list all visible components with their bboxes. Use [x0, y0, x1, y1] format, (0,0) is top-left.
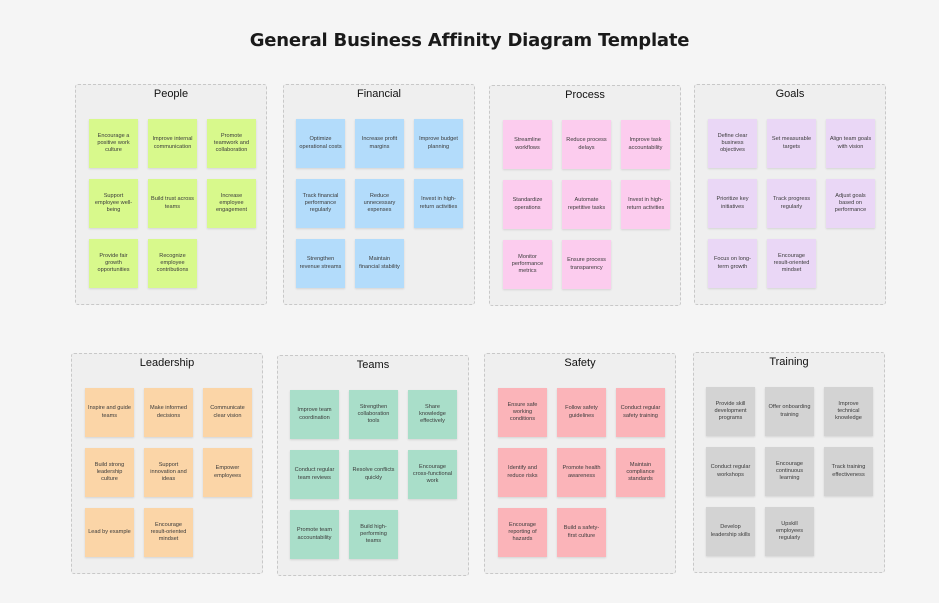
- sticky-note[interactable]: Maintain compliance standards: [616, 448, 665, 497]
- sticky-note[interactable]: Identify and reduce risks: [498, 448, 547, 497]
- sticky-note[interactable]: Conduct regular workshops: [706, 447, 755, 496]
- sticky-note[interactable]: Provide fair growth opportunities: [89, 239, 138, 288]
- sticky-note[interactable]: Upskill employees regularly: [765, 507, 814, 556]
- group-title: Leadership: [139, 357, 195, 369]
- sticky-note[interactable]: Monitor performance metrics: [503, 240, 552, 289]
- sticky-note[interactable]: Maintain financial stability: [355, 239, 404, 288]
- sticky-note[interactable]: Empower employees: [203, 448, 252, 497]
- sticky-note[interactable]: Set measurable targets: [767, 119, 816, 168]
- sticky-note[interactable]: Support innovation and ideas: [144, 448, 193, 497]
- sticky-note[interactable]: Offer onboarding training: [765, 387, 814, 436]
- sticky-note[interactable]: Track financial performance regularly: [296, 179, 345, 228]
- sticky-note[interactable]: Improve task accountability: [621, 120, 670, 169]
- sticky-note[interactable]: Align team goals with vision: [826, 119, 875, 168]
- sticky-note[interactable]: Automate repetitive tasks: [562, 180, 611, 229]
- sticky-note[interactable]: Adjust goals based on performance: [826, 179, 875, 228]
- sticky-note[interactable]: Ensure process transparency: [562, 240, 611, 289]
- sticky-note[interactable]: Follow safety guidelines: [557, 388, 606, 437]
- group-process[interactable]: Process Streamline workflows Reduce proc…: [489, 85, 681, 306]
- sticky-note[interactable]: Improve internal communication: [148, 119, 197, 168]
- sticky-note[interactable]: Ensure safe working conditions: [498, 388, 547, 437]
- sticky-note[interactable]: Strengthen collaboration tools: [349, 390, 398, 439]
- sticky-note[interactable]: Provide skill development programs: [706, 387, 755, 436]
- sticky-note[interactable]: Conduct regular safety training: [616, 388, 665, 437]
- group-people[interactable]: People Encourage a positive work culture…: [75, 84, 267, 305]
- sticky-note[interactable]: Support employee well-being: [89, 179, 138, 228]
- sticky-note[interactable]: Encourage continuous learning: [765, 447, 814, 496]
- sticky-note[interactable]: Recognize employee contributions: [148, 239, 197, 288]
- group-teams[interactable]: Teams Improve team coordination Strength…: [277, 355, 469, 576]
- group-goals[interactable]: Goals Define clear business objectives S…: [694, 84, 886, 305]
- sticky-note[interactable]: Encourage reporting of hazards: [498, 508, 547, 557]
- sticky-note[interactable]: Improve team coordination: [290, 390, 339, 439]
- sticky-note[interactable]: Define clear business objectives: [708, 119, 757, 168]
- sticky-note[interactable]: Conduct regular team reviews: [290, 450, 339, 499]
- sticky-note[interactable]: Build high-performing teams: [349, 510, 398, 559]
- sticky-note[interactable]: Strengthen revenue streams: [296, 239, 345, 288]
- sticky-note[interactable]: Reduce unnecessary expenses: [355, 179, 404, 228]
- group-title: Training: [769, 356, 809, 368]
- sticky-note[interactable]: Promote health awareness: [557, 448, 606, 497]
- sticky-note[interactable]: Track training effectiveness: [824, 447, 873, 496]
- group-title: Teams: [356, 359, 390, 371]
- sticky-note[interactable]: Share knowledge effectively: [408, 390, 457, 439]
- group-safety[interactable]: Safety Ensure safe working conditions Fo…: [484, 353, 676, 574]
- group-training[interactable]: Training Provide skill development progr…: [693, 352, 885, 573]
- sticky-note[interactable]: Invest in high-return activities: [621, 180, 670, 229]
- group-financial[interactable]: Financial Optimize operational costs Inc…: [283, 84, 475, 305]
- sticky-note[interactable]: Standardize operations: [503, 180, 552, 229]
- sticky-note[interactable]: Encourage cross-functional work: [408, 450, 457, 499]
- diagram-title: General Business Affinity Diagram Templa…: [249, 30, 690, 51]
- sticky-note[interactable]: Communicate clear vision: [203, 388, 252, 437]
- group-title: Financial: [356, 88, 402, 100]
- sticky-note[interactable]: Optimize operational costs: [296, 119, 345, 168]
- sticky-note[interactable]: Make informed decisions: [144, 388, 193, 437]
- sticky-note[interactable]: Track progress regularly: [767, 179, 816, 228]
- sticky-note[interactable]: Improve technical knowledge: [824, 387, 873, 436]
- group-title: Safety: [564, 357, 596, 369]
- sticky-note[interactable]: Streamline workflows: [503, 120, 552, 169]
- sticky-note[interactable]: Build strong leadership culture: [85, 448, 134, 497]
- sticky-note[interactable]: Focus on long-term growth: [708, 239, 757, 288]
- sticky-note[interactable]: Resolve conflicts quickly: [349, 450, 398, 499]
- sticky-note[interactable]: Increase profit margins: [355, 119, 404, 168]
- sticky-note[interactable]: Encourage result-oriented mindset: [144, 508, 193, 557]
- sticky-note[interactable]: Inspire and guide teams: [85, 388, 134, 437]
- group-title: Goals: [775, 88, 805, 100]
- sticky-note[interactable]: Improve budget planning: [414, 119, 463, 168]
- sticky-note[interactable]: Increase employee engagement: [207, 179, 256, 228]
- group-leadership[interactable]: Leadership Inspire and guide teams Make …: [71, 353, 263, 574]
- sticky-note[interactable]: Promote teamwork and collaboration: [207, 119, 256, 168]
- sticky-note[interactable]: Build trust across teams: [148, 179, 197, 228]
- sticky-note[interactable]: Encourage a positive work culture: [89, 119, 138, 168]
- sticky-note[interactable]: Encourage result-oriented mindset: [767, 239, 816, 288]
- sticky-note[interactable]: Prioritize key initiatives: [708, 179, 757, 228]
- sticky-note[interactable]: Build a safety-first culture: [557, 508, 606, 557]
- sticky-note[interactable]: Invest in high-return activities: [414, 179, 463, 228]
- sticky-note[interactable]: Lead by example: [85, 508, 134, 557]
- group-title: Process: [565, 89, 605, 101]
- group-title: People: [153, 88, 189, 100]
- sticky-note[interactable]: Reduce process delays: [562, 120, 611, 169]
- sticky-note[interactable]: Develop leadership skills: [706, 507, 755, 556]
- sticky-note[interactable]: Promote team accountability: [290, 510, 339, 559]
